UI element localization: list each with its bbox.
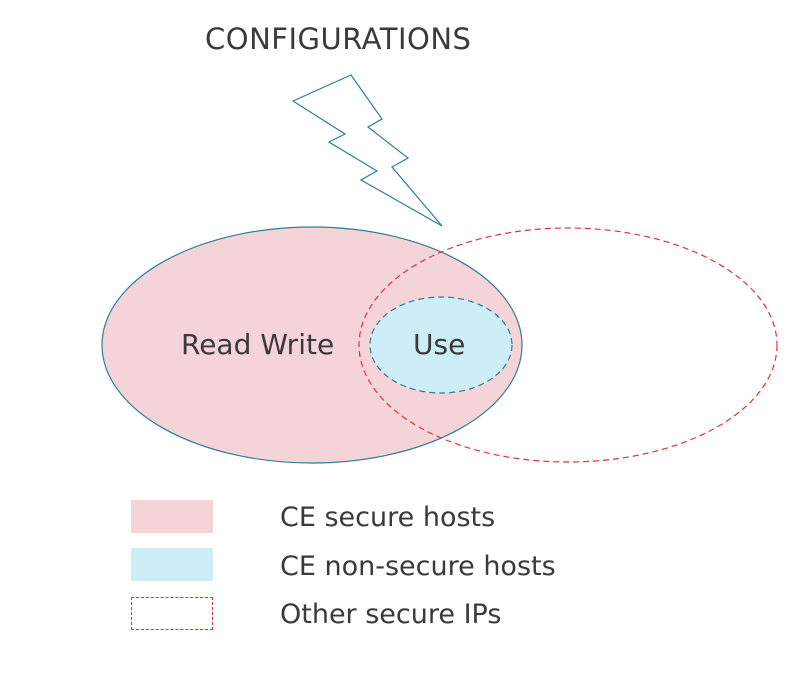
use-label: Use <box>413 328 466 361</box>
other-secure-ips-ellipse <box>358 227 778 463</box>
legend-label-ce-nonsecure-hosts: CE non-secure hosts <box>280 551 556 582</box>
legend-swatch-ce-secure-hosts <box>131 500 213 533</box>
ce-nonsecure-hosts-ellipse <box>369 296 513 394</box>
ce-secure-hosts-ellipse <box>101 226 523 464</box>
legend-swatch-other-secure-ips <box>131 597 213 630</box>
lightning-bolt-icon <box>291 74 443 227</box>
read-write-label: Read Write <box>181 328 335 361</box>
legend-label-ce-secure-hosts: CE secure hosts <box>280 502 496 533</box>
legend-swatch-ce-nonsecure-hosts <box>131 548 213 581</box>
diagram-title: CONFIGURATIONS <box>205 22 472 56</box>
legend-label-other-secure-ips: Other secure IPs <box>280 599 502 630</box>
